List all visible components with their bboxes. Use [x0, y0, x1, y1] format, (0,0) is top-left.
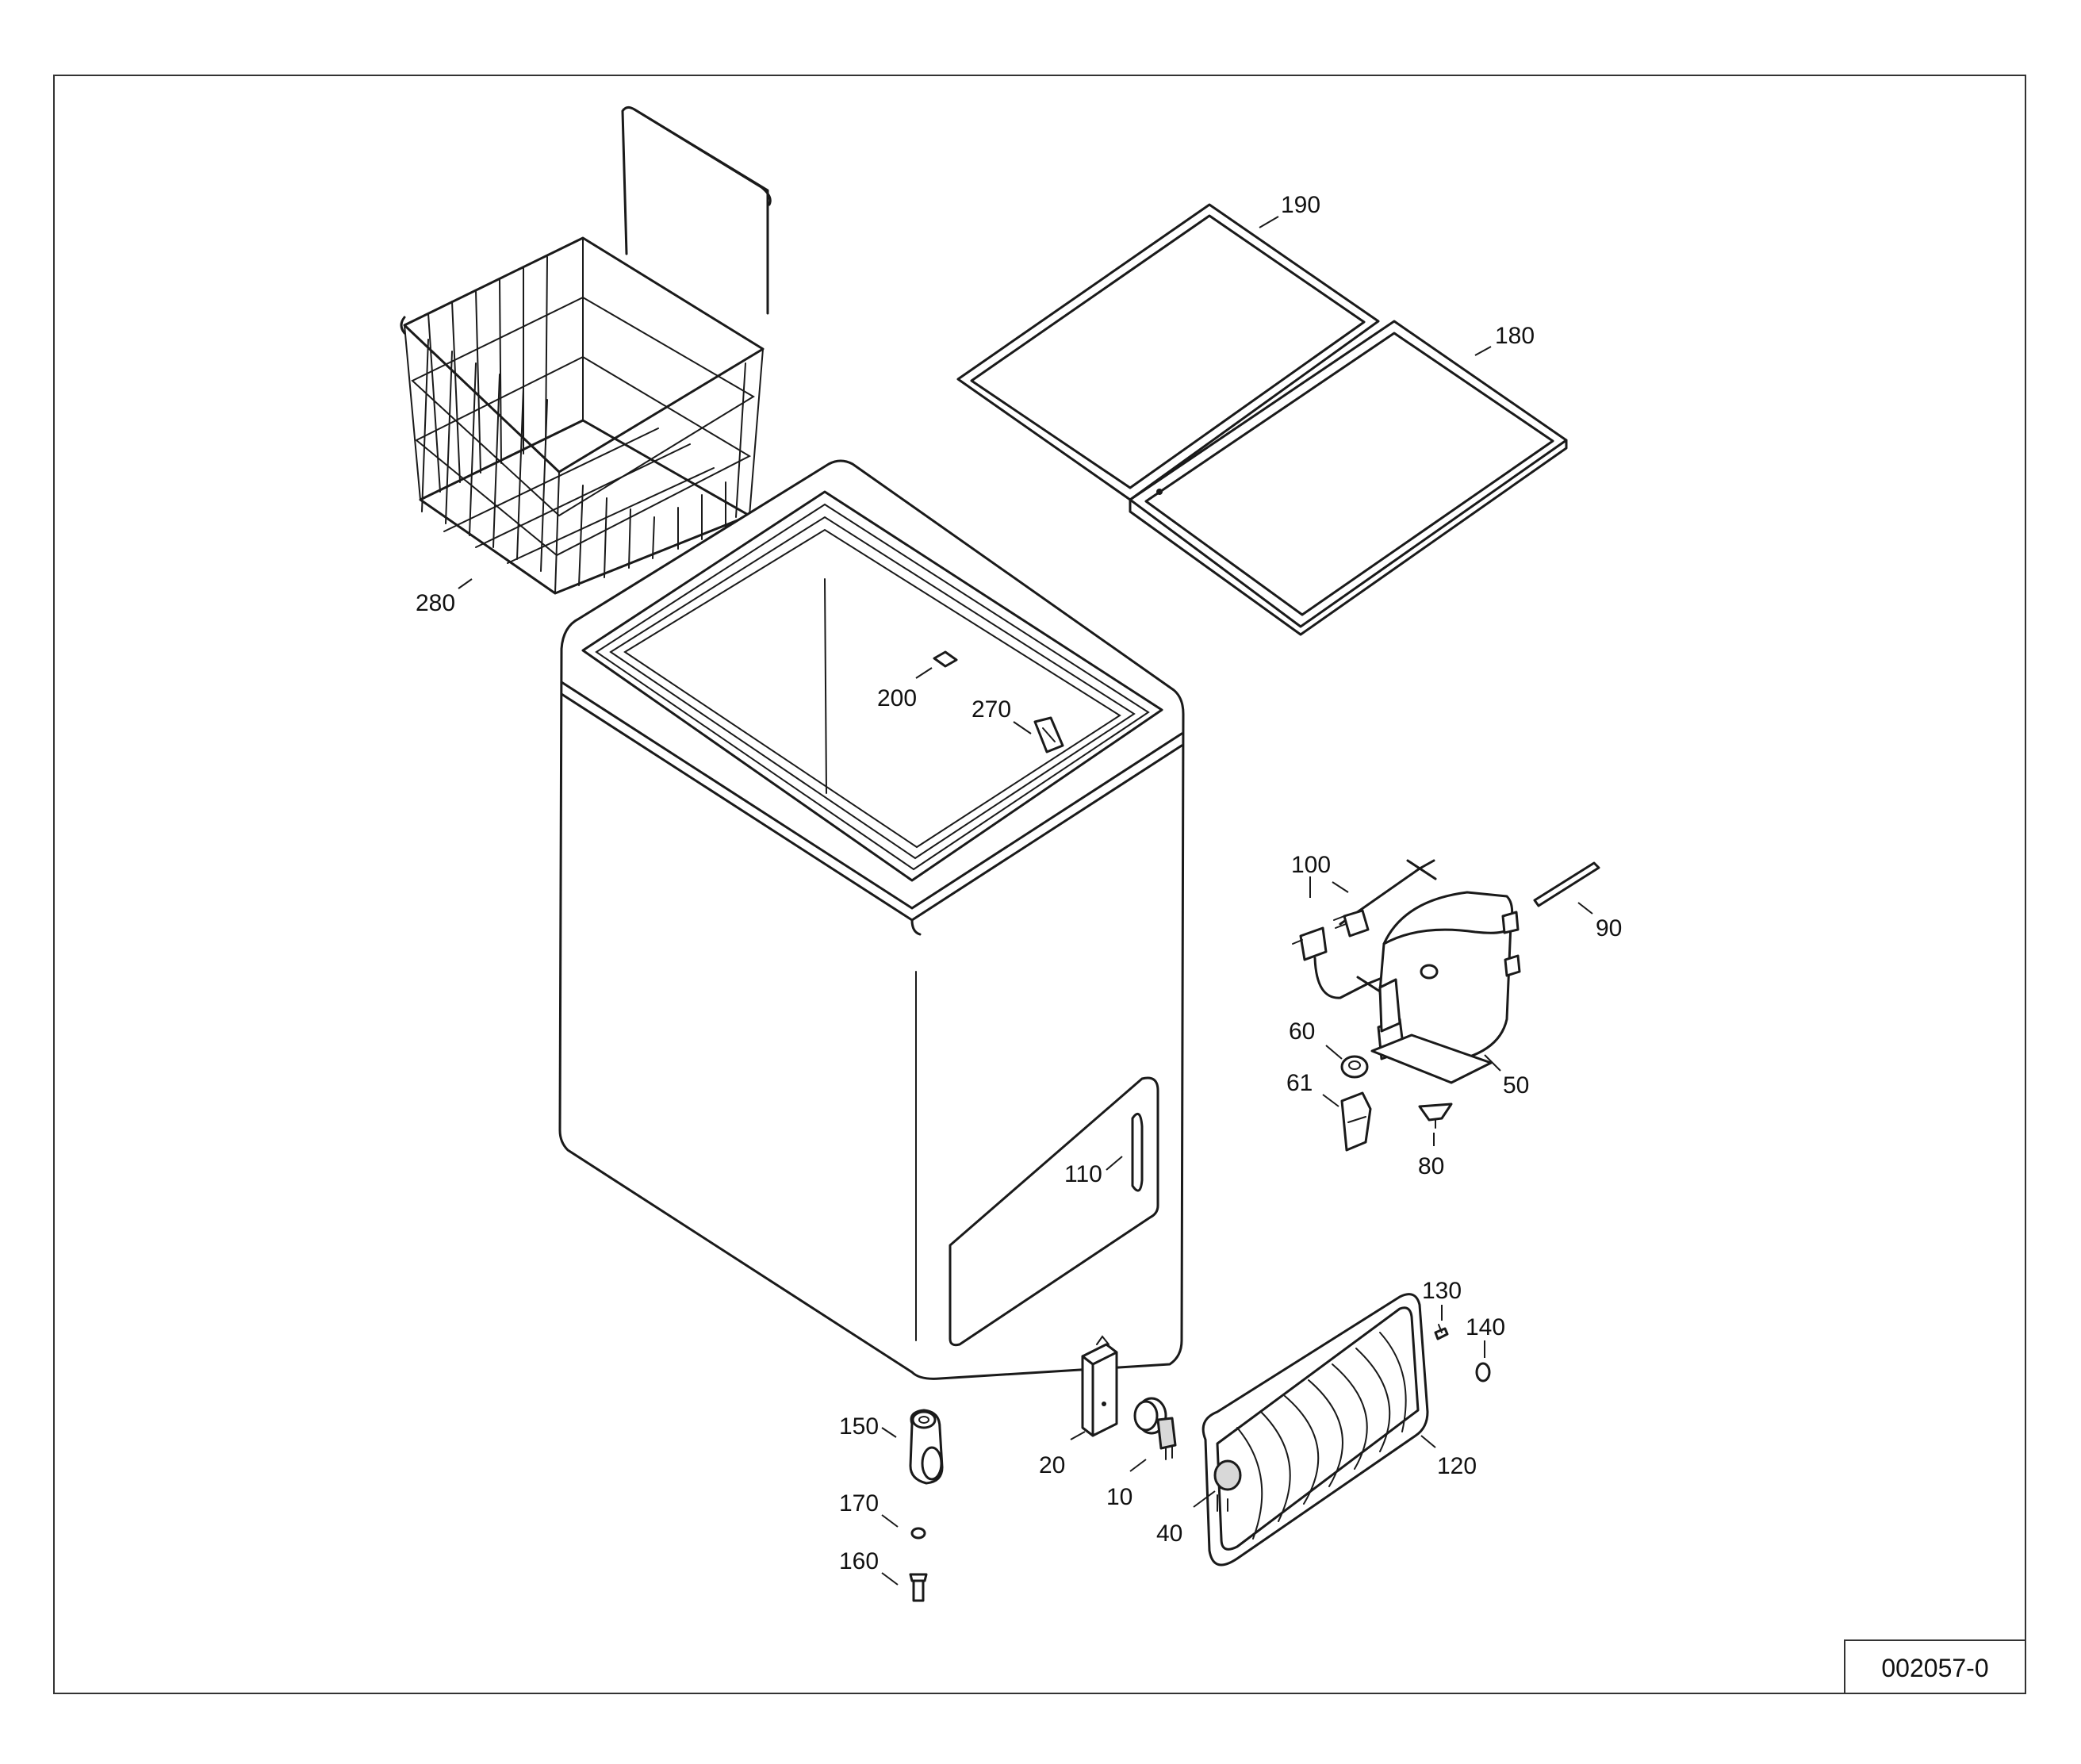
- callout-270: 270: [972, 696, 1011, 723]
- callout-150: 150: [839, 1413, 879, 1440]
- leader-lines: [458, 216, 1593, 1586]
- grommet: [1340, 1055, 1369, 1079]
- callout-170: 170: [839, 1490, 879, 1517]
- nut: [1475, 1362, 1491, 1382]
- callout-10: 10: [1106, 1484, 1132, 1510]
- callout-180: 180: [1495, 323, 1535, 349]
- screw: [1434, 1324, 1449, 1340]
- drawing-number: 002057-0: [1881, 1654, 1988, 1682]
- callout-160: 160: [839, 1548, 879, 1574]
- castor-wheel: [909, 1409, 944, 1485]
- bolt: [909, 1573, 928, 1602]
- power-cord: [1292, 859, 1437, 999]
- callout-130: 130: [1422, 1278, 1462, 1304]
- callout-190: 190: [1281, 192, 1320, 218]
- rear-grille: [1201, 1293, 1429, 1567]
- callout-120: 120: [1437, 1453, 1477, 1479]
- washer: [910, 1527, 926, 1540]
- callout-200: 200: [877, 685, 917, 711]
- wire-basket: [400, 105, 772, 595]
- relay-box: [1081, 1335, 1118, 1437]
- freezer-cabinet: [558, 459, 1185, 1380]
- callout-110: 110: [1064, 1161, 1102, 1187]
- rubber-foot: [1418, 1102, 1453, 1129]
- thermostat: [1133, 1397, 1177, 1460]
- callout-280: 280: [416, 590, 455, 616]
- lid-panels: [956, 203, 1568, 636]
- callout-100: 100: [1291, 852, 1331, 878]
- clip: [1340, 1091, 1372, 1152]
- callout-80: 80: [1418, 1153, 1444, 1179]
- compressor: [1370, 891, 1521, 1084]
- callout-140: 140: [1466, 1314, 1505, 1340]
- callout-50: 50: [1503, 1072, 1529, 1099]
- drawing-number-box: 002057-0: [1844, 1639, 2026, 1694]
- callout-labels: 190 180 280 200 270 100 90 60 61 50 80 1…: [416, 192, 1622, 1574]
- callout-61: 61: [1286, 1070, 1313, 1096]
- tube: [1533, 861, 1600, 907]
- callout-60: 60: [1289, 1018, 1315, 1045]
- callout-90: 90: [1596, 915, 1622, 941]
- callout-40: 40: [1156, 1520, 1182, 1547]
- diagram-frame: [53, 75, 2026, 1694]
- callout-20: 20: [1039, 1452, 1065, 1478]
